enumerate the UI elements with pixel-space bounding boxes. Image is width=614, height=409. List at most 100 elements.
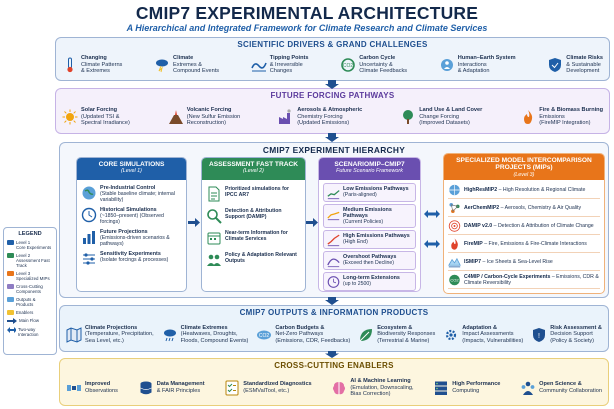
scenario-pathway-item: Low Emissions Pathways(Paris-aligned) <box>323 183 416 202</box>
scenario-pathway-name: High Emissions Pathways <box>343 233 410 239</box>
enabler-item-text: AI & Machine Learning(Emulation, Downsca… <box>350 378 413 398</box>
driver-item-line: & Sustainable <box>566 61 601 68</box>
mip-item: Other MIPs – DynVarMIP, PMIP, LS3MIP, et… <box>448 290 600 293</box>
fast-track-level: (Level 2) <box>243 168 264 175</box>
mip-item: HighResMIP2 – High Resolution & Regional… <box>448 182 600 199</box>
risk-shield-icon: ! <box>531 327 547 343</box>
document-icon <box>206 186 222 202</box>
map-icon <box>66 326 82 343</box>
mip-description: – Detection & Attribution of Climate Cha… <box>492 222 594 229</box>
mip-name: FireMIP <box>464 240 483 247</box>
enabler-item-line: & FAIR Principles <box>156 388 201 394</box>
enabler-item-line: Observations <box>85 388 118 394</box>
enabler-item-line: Computing <box>452 388 480 394</box>
overshoot-icon <box>327 254 340 267</box>
output-item-line: Floods, Compound Events) <box>180 337 249 344</box>
legend-title: LEGEND <box>18 231 42 237</box>
assessment-fast-track-column: ASSESSMENT FAST TRACK (Level 2) Prioriti… <box>201 157 306 292</box>
forcing-item-line: (Updated Emissions) <box>297 120 350 127</box>
output-item-text: Ecosystem &Biodiversity Responses(Terres… <box>377 325 435 345</box>
two-way-arrow-scenario-mips-bottom <box>424 240 440 248</box>
enabler-item-line: Standardized Diagnostics <box>243 381 312 388</box>
output-item-line: Impact Assessments <box>462 331 514 338</box>
mip-text: DAMIP v2.0 – Detection & Attribution of … <box>464 223 594 229</box>
mip-item: FireMIP – Fire, Emissions & Fire-Climate… <box>448 236 600 253</box>
driver-item-line: Interactions <box>457 61 487 68</box>
scenariomip-header: SCENARIOMIP–CMIP7 Future Scenario Framew… <box>319 158 420 180</box>
fast-track-text: Prioritized simulations for IPCC AR7 <box>225 186 289 198</box>
high-chart-icon <box>327 233 340 246</box>
output-item: !Risk Assessment &Decision Support(Polic… <box>531 325 602 345</box>
page-title: CMIP7 EXPERIMENTAL ARCHITECTURE <box>135 3 479 23</box>
mip-text: C4MIP / Carbon-Cycle Experiments – Emiss… <box>464 274 600 286</box>
bar-chart-icon <box>81 229 97 245</box>
future-forcing-panel: FUTURE FORCING PATHWAYS Solar Forcing(Up… <box>55 88 610 134</box>
legend-row-text: Enablers <box>16 310 33 315</box>
forcing-item-line: (New Sulfur Emission <box>186 113 241 120</box>
core-simulations-column: CORE SIMULATIONS (Level 1) Pre-Industria… <box>76 157 187 292</box>
co2-cloud-icon: CO2 <box>256 327 272 343</box>
mip-item: AerChemMIP2 – Aerosols, Chemistry & Air … <box>448 200 600 217</box>
forcing-item-line: Emissions <box>539 113 565 120</box>
output-item-line: Carbon Budgets & <box>275 324 325 331</box>
forcing-item-line: Reconstruction) <box>186 120 226 127</box>
driver-item-line: Development <box>566 68 600 75</box>
flow-arrow-outputs-enablers <box>325 351 339 358</box>
mip-description: – Aerosols, Chemistry & Air Quality <box>499 204 582 211</box>
molecule-icon <box>448 201 461 214</box>
legend-row-sublabel: Assessment Fast Track <box>16 258 50 268</box>
experiment-hierarchy-title: CMIP7 EXPERIMENT HIERARCHY <box>262 145 406 155</box>
community-icon <box>520 380 536 396</box>
legend-row: Enablers <box>7 310 53 315</box>
forcing-item-line: Spectral Irradiance) <box>81 120 130 127</box>
forcing-item-line: (FireMIP Integration) <box>539 120 591 127</box>
core-simulation-name: Pre-Industrial Control <box>100 185 156 191</box>
legend-row-label: Level 3 <box>16 271 31 276</box>
output-item-line: Climate Extremes <box>180 324 228 331</box>
output-item: Climate Extremes(Heatwaves, Droughts,Flo… <box>162 324 249 345</box>
specialized-mips-column: SPECIALIZED MODEL INTERCOMPARISON PROJEC… <box>443 153 605 294</box>
satellite-icon <box>66 380 82 396</box>
core-simulations-list: Pre-Industrial Control(Stable baseline c… <box>77 180 186 270</box>
shield-icon <box>547 57 563 73</box>
legend-swatch <box>7 297 14 302</box>
tipping-wave-icon <box>251 57 267 73</box>
driver-item-line: Tipping Points <box>269 55 309 62</box>
mip-description: – Fire, Emissions & Fire-Climate Interac… <box>482 240 587 247</box>
driver-item-line: Changing <box>81 55 107 62</box>
mip-text: FireMIP – Fire, Emissions & Fire-Climate… <box>464 241 587 247</box>
legend-swatch <box>7 310 14 315</box>
fast-track-item: Near-term Information for Climate Servic… <box>206 230 301 246</box>
forcing-item-line: Chemistry Forcing <box>297 113 343 120</box>
core-simulations-level: (Level 1) <box>121 168 142 175</box>
scenario-pathway-item: Medium Emissions Pathways(Current Polici… <box>323 204 416 228</box>
legend-row-text: Outputs & Products <box>16 297 53 307</box>
outputs-panel: CMIP7 OUTPUTS & INFORMATION PRODUCTS Cli… <box>59 305 609 352</box>
scenario-pathway-detail: (High End) <box>343 239 368 245</box>
main-flow-arrow-icon <box>7 318 17 324</box>
driver-item-line: Changes <box>269 68 293 75</box>
forcing-item-line: Change Forcing <box>419 113 460 120</box>
tree-icon <box>400 109 416 125</box>
scenario-pathway-detail: (up to 2500) <box>343 281 371 287</box>
fast-track-text: Policy & Adaptation Relevant Outputs <box>225 252 297 264</box>
enabler-item-line: High Performance <box>452 381 501 388</box>
scientific-drivers-title: SCIENTIFIC DRIVERS & GRAND CHALLENGES <box>237 40 428 49</box>
enabler-item-text: Data Management& FAIR Principles <box>157 381 205 394</box>
